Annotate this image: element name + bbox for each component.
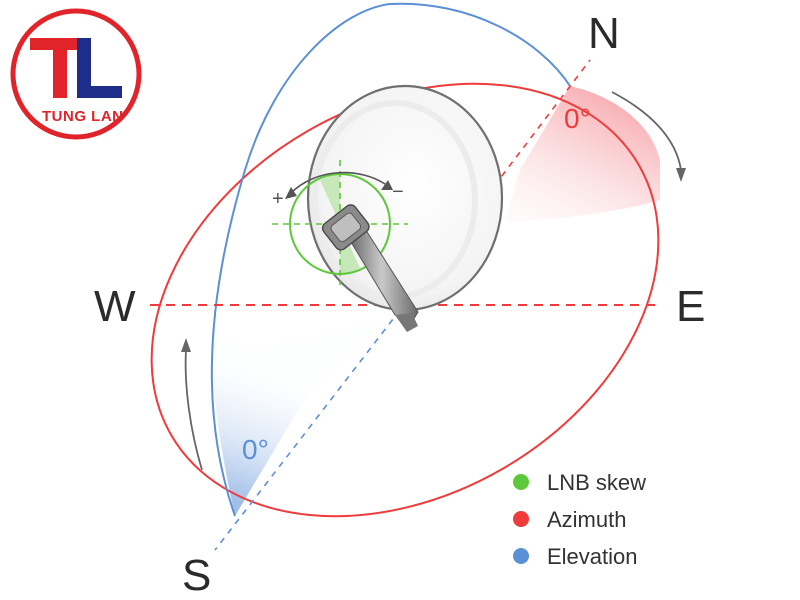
legend-label-elevation: Elevation [547,544,638,569]
south-label: S [182,551,211,600]
logo-letter-t [30,38,90,98]
west-label: W [94,282,136,331]
azimuth-zero-label: 0° [564,103,591,134]
legend-dot-lnb-skew [513,474,529,490]
lnb-skew-rotation-arrow [289,171,389,195]
lnb-head [321,204,370,251]
elevation-rotation-arrow [184,349,203,471]
azimuth-ring [150,82,660,518]
tung-lan-logo: TUNG LAN [10,8,142,140]
logo-monogram [30,38,122,98]
elevation-arc [210,2,571,517]
lnb-skew-plus-sign: + [272,188,284,210]
lnb-skew-minus-sign: − [392,181,404,203]
legend-label-lnb-skew: LNB skew [547,470,646,495]
azimuth-shaded-sector [505,86,660,222]
elevation-arrowhead [181,338,191,352]
azimuth-rotation-arrow [611,91,682,171]
east-label: E [676,282,705,331]
legend-dot-azimuth [513,511,529,527]
legend: LNB skew Azimuth Elevation [513,470,646,569]
legend-label-azimuth: Azimuth [547,507,626,532]
elevation-zero-label: 0° [242,434,269,465]
lnb-skew-sector-upper [320,174,340,224]
feed-arm-foot [395,313,418,332]
elevation-shaded-sector [212,320,385,516]
north-south-axis-lower [214,309,401,551]
logo-brand-text: TUNG LAN [42,108,124,125]
lnb-skew-arrowhead-right [381,180,393,190]
legend-dot-elevation [513,548,529,564]
azimuth-arrowhead [676,168,686,182]
logo-letter-l [77,38,122,98]
lnb-cap [330,212,362,243]
north-label: N [588,9,620,58]
lnb-skew-arrowhead-left [285,187,297,199]
